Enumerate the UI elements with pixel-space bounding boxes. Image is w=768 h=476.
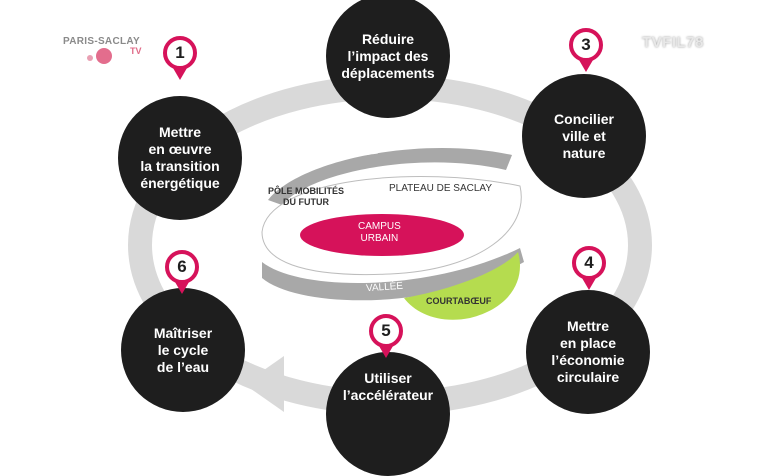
node-transition-energetique: Mettre en œuvre la transition énergétiqu…	[118, 96, 242, 220]
node-economie-circulaire: Mettre en place l’économie circulaire	[526, 290, 650, 414]
pin-number-4: 4	[572, 246, 606, 280]
node-impact-deplacements: Réduire l’impact des déplacements	[326, 0, 450, 118]
plateau-map	[261, 147, 524, 320]
diagram-stage: VALLÉE PÔLE MOBILITÉS DU FUTUR PLATEAU D…	[63, 0, 704, 476]
valley-band-top	[268, 147, 512, 205]
label-courtaboeuf: COURTABŒUF	[426, 296, 492, 306]
campus-area	[300, 214, 464, 256]
pin-number-6: 6	[165, 250, 199, 284]
broadcaster-logo: TVFIL78	[642, 34, 704, 51]
pin-tip-6	[175, 282, 189, 294]
cycle-arrow-bottom	[244, 356, 284, 412]
pin-tip-3	[579, 60, 593, 72]
node-ville-nature: Concilier ville et nature	[522, 74, 646, 198]
pin-number-3: 3	[569, 28, 603, 62]
pin-tip-1	[173, 68, 187, 80]
label-pole-mobilites: PÔLE MOBILITÉS DU FUTUR	[268, 186, 345, 207]
label-campus: CAMPUS URBAIN	[358, 221, 401, 244]
node-accelerateur: Utiliser l’accélérateur	[326, 352, 450, 476]
label-plateau: PLATEAU DE SACLAY	[389, 183, 492, 194]
channel-logo-text: PARIS-SACLAY	[63, 36, 140, 47]
node-cycle-eau: Maîtriser le cycle de l’eau	[121, 288, 245, 412]
channel-logo-tv: TV	[130, 46, 142, 56]
pin-number-1: 1	[163, 36, 197, 70]
pin-number-5: 5	[369, 314, 403, 348]
pin-tip-4	[582, 278, 596, 290]
channel-logo-dot-large	[96, 48, 112, 64]
pin-tip-5	[379, 346, 393, 358]
channel-logo-dot-small	[87, 55, 93, 61]
courtaboeuf-area	[404, 252, 520, 320]
